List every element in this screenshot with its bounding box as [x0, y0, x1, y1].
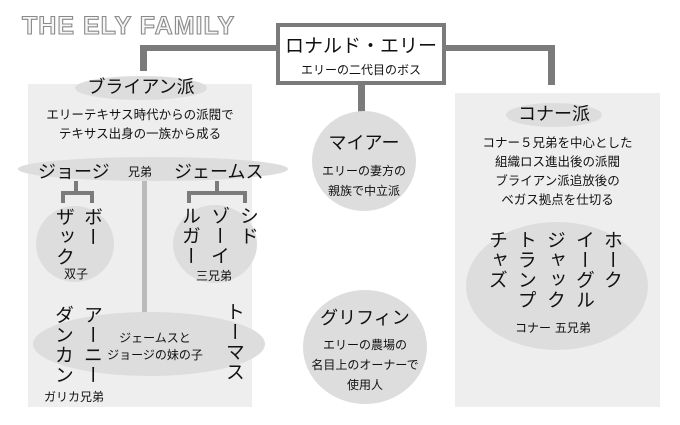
connector-brian-drop	[140, 45, 147, 71]
triplets-ellipse	[173, 205, 257, 283]
brothers-label: 兄弟	[128, 165, 153, 179]
myer-desc-line-2: 親族で中立派	[327, 184, 400, 198]
boss-desc: エリーの二代目のボス	[300, 63, 421, 77]
triplets-member-zoey: ゾーイ	[207, 206, 230, 266]
connor-brothers-ellipse	[466, 222, 648, 350]
connector-twins-left	[61, 191, 65, 203]
connor-desc-line-1: コナー５兄弟を中心とした	[482, 135, 633, 150]
connor-desc-line-3: ブライアン派追放後の	[495, 173, 620, 188]
connector-myer-drop	[358, 80, 365, 112]
garika-member-ernie: アーニー	[80, 305, 103, 385]
myer-name: マイアー	[328, 133, 400, 154]
connector-triplets-left	[187, 191, 191, 203]
griffin-name: グリフィン	[320, 308, 410, 329]
connector-boss-right	[440, 45, 554, 51]
connector-triplets-right	[243, 191, 247, 203]
connor-member-trump: トランプ	[514, 230, 537, 310]
connor-brothers-label: コナー 五兄弟	[515, 321, 591, 335]
george-name: ジョージ	[38, 162, 110, 183]
brian-faction-name: ブライアン派	[75, 76, 207, 100]
sister-children-label: ジェームスと ジョージの妹の子	[106, 330, 204, 364]
connor-desc-line-4: ベガス拠点を仕切る	[501, 192, 614, 207]
myer-desc-line-1: エリーの妻方の	[321, 164, 406, 178]
griffin-desc-line-3: 使用人	[346, 378, 383, 392]
triplets-label: 三兄弟	[196, 269, 233, 283]
brothers-ellipse	[18, 157, 288, 181]
connector-twins-bar	[61, 191, 94, 195]
james-name: ジェームス	[174, 162, 264, 183]
connector-twins-stem	[74, 181, 78, 193]
thomas-name: トーマス	[222, 302, 245, 382]
boss-box: ロナルド・エリー エリーの二代目のボス	[276, 23, 446, 85]
connor-member-eagle: イーグル	[572, 230, 595, 310]
connector-sister-children	[142, 181, 147, 313]
garika-member-duncan: ダンカン	[51, 305, 74, 385]
myer-ellipse: マイアー エリーの妻方の 親族で中立派	[312, 111, 416, 211]
twins-member-zack: ザック	[52, 207, 75, 267]
connor-member-chaz: チャズ	[485, 230, 508, 290]
triplets-member-sid: シド	[236, 206, 259, 246]
triplets-member-ruger: ルガー	[178, 206, 201, 266]
griffin-desc-line-1: エリーの農場の	[322, 338, 407, 352]
brian-desc-line-2: テキサス出身の一族から成る	[58, 126, 222, 141]
connector-boss-left	[140, 45, 280, 51]
connector-triplets-stem	[215, 181, 219, 193]
garika-label: ガリカ兄弟	[44, 390, 105, 404]
twins-ellipse	[36, 206, 114, 282]
connor-member-jack: ジャック	[543, 230, 566, 310]
connector-twins-right	[90, 191, 94, 203]
boss-name: ロナルド・エリー	[284, 35, 437, 57]
page-title: THE ELY FAMILY	[21, 11, 236, 40]
griffin-desc-line-2: 名目上のオーナーで	[311, 358, 419, 372]
connor-desc-line-2: 組織ロス進出後の派閥	[494, 154, 620, 169]
brian-desc-line-1: エリーテキサス時代からの派閥で	[46, 107, 234, 122]
connor-member-hawk: ホーク	[600, 230, 623, 290]
twins-member-bo: ボー	[80, 207, 103, 247]
griffin-ellipse: グリフィン エリーの農場の 名目上のオーナーで 使用人	[303, 290, 427, 404]
connector-triplets-bar	[187, 191, 247, 195]
twins-label: 双子	[64, 267, 89, 281]
sister-children-line-2: ジョージの妹の子	[107, 348, 203, 362]
sister-children-ellipse	[33, 312, 265, 376]
connor-faction-name: コナー派	[506, 103, 602, 127]
sister-children-line-1: ジェームスと	[119, 331, 191, 345]
connector-connor-drop	[548, 45, 555, 85]
connor-faction-desc: コナー５兄弟を中心とした 組織ロス進出後の派閥 ブライアン派追放後の ベガス拠点…	[455, 133, 660, 209]
brian-faction-desc: エリーテキサス時代からの派閥で テキサス出身の一族から成る	[28, 105, 252, 143]
